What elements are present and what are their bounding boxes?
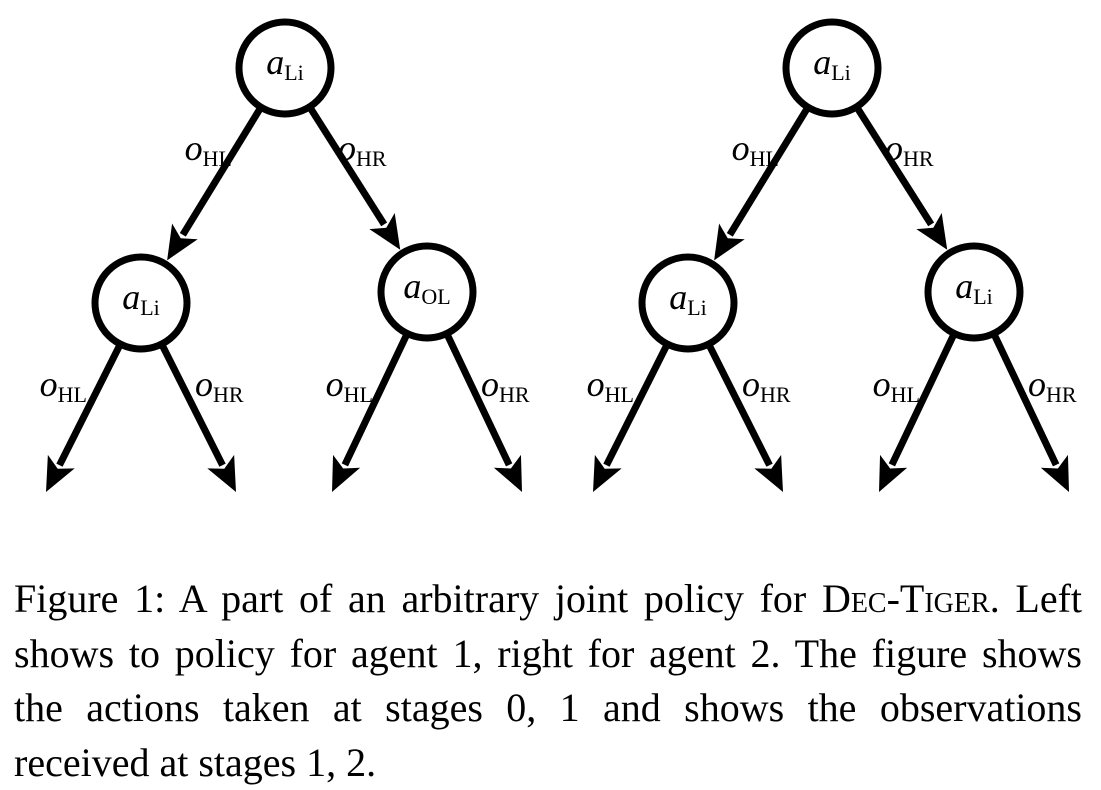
left-tree-child-1-edge-hr-label: oHR	[481, 364, 530, 407]
caption-part-4: .	[366, 739, 377, 785]
right-tree-child-1-node-label: aLi	[955, 266, 993, 309]
left-tree-child-0-edge-hl-label: oHL	[40, 364, 87, 407]
caption-dec-tiger: Dec-Tiger	[821, 576, 990, 621]
right-tree-child-0-edge-hl-label: oHL	[587, 364, 634, 407]
left-tree-child-1-edge-hl-arrowhead	[332, 454, 361, 492]
figure-caption: Figure 1: A part of an arbitrary joint p…	[14, 572, 1082, 790]
right-tree-child-1-edge-hl-label: oHL	[873, 364, 920, 407]
right-tree-child-0-edge-hl-line	[603, 342, 671, 467]
caption-observation-stages: 1, 2	[306, 739, 367, 785]
left-tree-child-0-node	[91, 253, 191, 353]
right-tree-root-edge-hr-line	[853, 104, 935, 227]
left-tree-child-1-edge-hr-arrowhead	[493, 454, 522, 492]
right-tree-child-1-node	[924, 242, 1024, 342]
right-tree-root-node-label: aLi	[813, 42, 851, 85]
left-tree-child-1-node	[377, 242, 477, 342]
left-tree-child-1-edge-hl-label: oHL	[326, 364, 373, 407]
right-tree-child-0-edge-hr-label: oHR	[742, 364, 791, 407]
right-tree-child-0-node	[638, 253, 738, 353]
caption-part-1: Figure 1: A part of an arbitrary joint p…	[14, 576, 822, 621]
right-tree-child-1-edge-hl-line	[888, 332, 958, 467]
edges-layer	[46, 104, 1069, 492]
left-tree-root-edge-hl-label: oHL	[185, 128, 232, 171]
left-tree-child-1-node-label: aOL	[403, 266, 450, 309]
left-tree-root-edge-hr-line	[306, 104, 388, 227]
left-tree-root-edge-hl-line	[179, 105, 264, 237]
right-tree-root-edge-hl-line	[726, 105, 811, 237]
right-tree-child-0-node-label: aLi	[669, 277, 707, 320]
left-tree-child-0-node-label: aLi	[122, 277, 160, 320]
left-tree-child-1-edge-hl-line	[341, 332, 411, 467]
left-tree-child-1-edge-hr-line	[443, 332, 513, 467]
left-tree-child-0-edge-hr-label: oHR	[195, 364, 244, 407]
caption-part-2: . Left shows to policy for agent 1, righ…	[14, 576, 1083, 730]
left-tree-child-0-edge-hl-arrowhead	[46, 454, 75, 492]
right-tree-root-edge-hr-arrowhead	[916, 213, 948, 250]
right-tree-root-edge-hl-label: oHL	[732, 128, 779, 171]
policy-trees-diagram: oHL oHR oHL oHR oHL oHR aLi aLi aOL oHL oHR oHL oHR o…	[40, 18, 1077, 492]
right-tree-child-1-edge-hr-label: oHR	[1028, 364, 1077, 407]
left-tree-root-node	[235, 18, 335, 118]
left-tree-root-node-label: aLi	[266, 42, 304, 85]
right-tree-child-0-edge-hl-arrowhead	[593, 454, 622, 492]
left-tree-child-0-edge-hr-arrowhead	[207, 454, 236, 492]
nodes-layer	[91, 18, 1024, 353]
left-tree-child-0-edge-hl-line	[56, 342, 124, 467]
right-tree-child-1-edge-hr-line	[990, 332, 1060, 467]
right-tree-child-0-edge-hr-arrowhead	[754, 454, 783, 492]
right-tree-root-edge-hr-label: oHR	[885, 128, 934, 171]
right-tree-child-1-edge-hl-arrowhead	[879, 454, 908, 492]
caption-part-3: and shows the observations received at s…	[14, 685, 1082, 785]
left-tree-child-0-edge-hr-line	[158, 342, 226, 467]
left-tree-root-edge-hr-arrowhead	[369, 213, 401, 250]
right-tree-root-edge-hl-arrowhead	[714, 223, 745, 261]
right-tree-root-node	[782, 18, 882, 118]
labels-layer: oHL oHR oHL oHR oHL oHR aLi aLi aOL oHL oHR oHL oHR o…	[40, 42, 1077, 407]
right-tree-child-0-edge-hr-line	[705, 342, 773, 467]
right-tree-child-1-edge-hr-arrowhead	[1040, 454, 1069, 492]
left-tree-root-edge-hr-label: oHR	[338, 128, 387, 171]
left-tree-root-edge-hl-arrowhead	[167, 223, 198, 261]
caption-action-stages: 0, 1	[506, 685, 580, 730]
